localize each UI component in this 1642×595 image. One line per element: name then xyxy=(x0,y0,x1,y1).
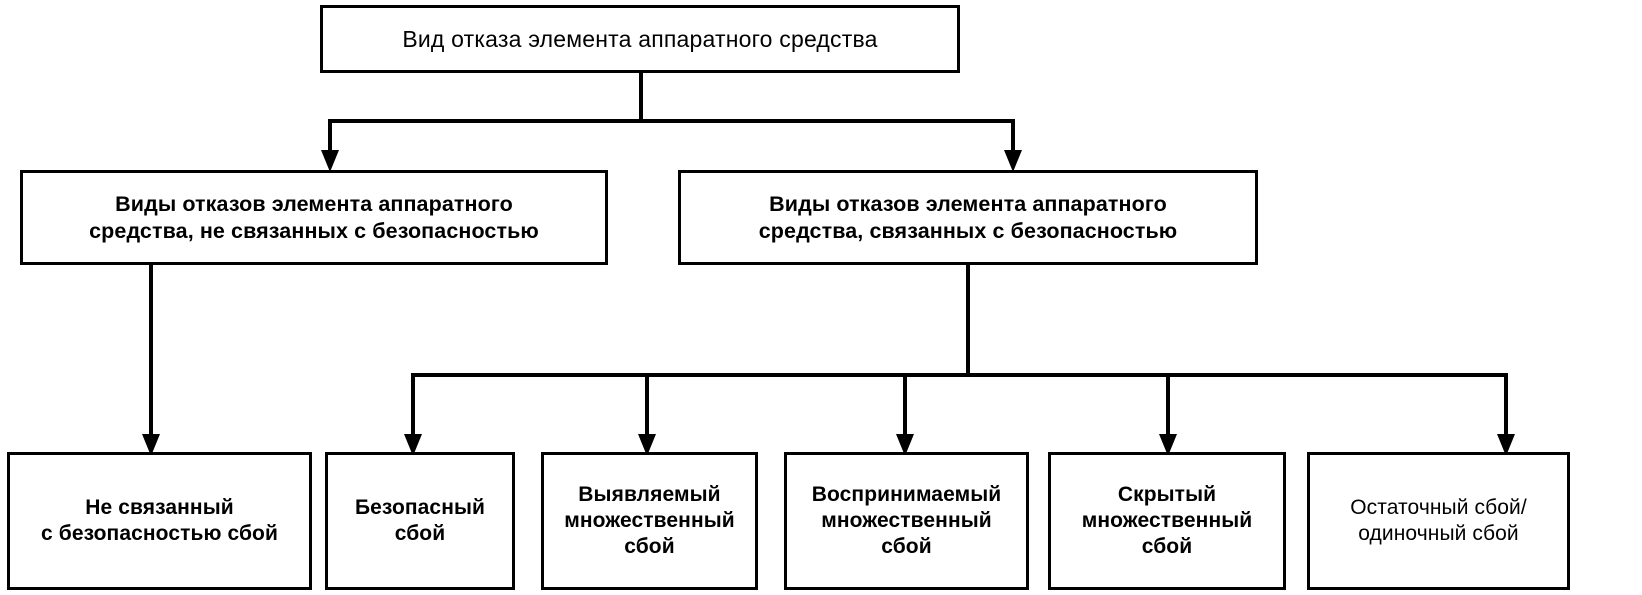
node-detected-multiple-fault[interactable]: Выявляемый множественный сбой xyxy=(541,452,758,590)
connector-to-safety-related xyxy=(1011,119,1015,153)
node-safety-related[interactable]: Виды отказов элемента аппаратного средст… xyxy=(678,170,1258,265)
arrowhead-safety-related xyxy=(1004,150,1022,172)
connector-to-latent-multiple-fault xyxy=(1166,373,1170,447)
connector-to-residual-single-fault xyxy=(1504,373,1508,447)
node-root[interactable]: Вид отказа элемента аппаратного средства xyxy=(320,5,960,73)
connector-level1-bar xyxy=(328,119,1015,123)
node-latent-multiple-fault[interactable]: Скрытый множественный сбой xyxy=(1048,452,1286,590)
connector-to-detected-multiple-fault xyxy=(645,373,649,447)
connector-safety-related-stem xyxy=(966,265,970,377)
arrowhead-latent-multiple-fault xyxy=(1159,434,1177,456)
node-perceived-multiple-fault[interactable]: Воспринимаемый множественный сбой xyxy=(784,452,1029,590)
connector-level3-bar xyxy=(411,373,1508,377)
arrowhead-perceived-multiple-fault xyxy=(896,434,914,456)
connector-to-safe-fault xyxy=(411,373,415,447)
node-non-safety-related[interactable]: Виды отказов элемента аппаратного средст… xyxy=(20,170,608,265)
node-non-safety-fault[interactable]: Не связанный с безопасностью сбой xyxy=(7,452,312,590)
connector-to-perceived-multiple-fault xyxy=(903,373,907,447)
connector-non-safety-related-stem xyxy=(149,265,153,447)
arrowhead-detected-multiple-fault xyxy=(638,434,656,456)
arrowhead-residual-single-fault xyxy=(1497,434,1515,456)
node-residual-single-fault[interactable]: Остаточный сбой/ одиночный сбой xyxy=(1307,452,1570,590)
arrowhead-non-safety-fault xyxy=(142,434,160,456)
arrowhead-non-safety-related xyxy=(321,150,339,172)
node-safe-fault[interactable]: Безопасный сбой xyxy=(325,452,515,590)
connector-to-non-safety-related xyxy=(328,119,332,153)
arrowhead-safe-fault xyxy=(404,434,422,456)
connector-root-stem xyxy=(639,73,643,123)
